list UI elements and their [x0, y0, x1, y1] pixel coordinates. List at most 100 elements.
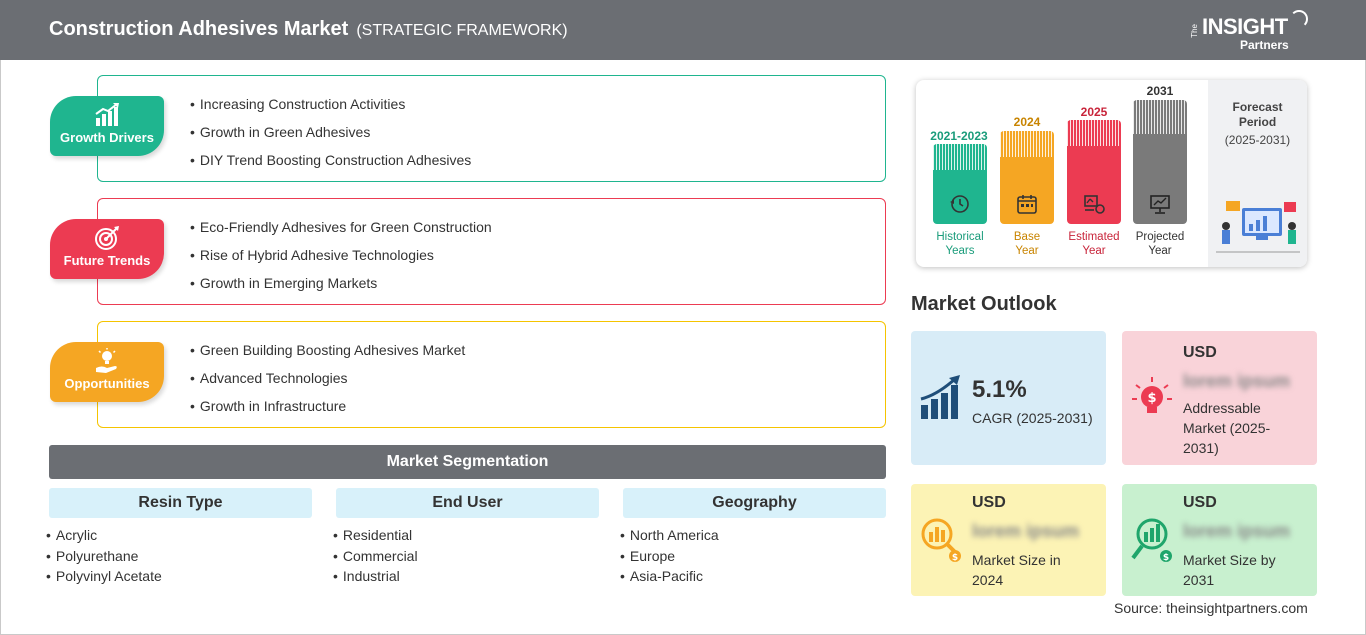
size-2024-currency: USD — [972, 494, 1006, 511]
segment-list-resin-type: Acrylic Polyurethane Polyvinyl Acetate — [46, 526, 162, 588]
badge-label: Opportunities — [64, 376, 150, 391]
logo-arc-icon — [1290, 10, 1308, 28]
title-text: Construction Adhesives Market — [49, 18, 349, 40]
list-item: Commercial — [333, 547, 418, 568]
addressable-label-line-3: 2031) — [1183, 440, 1219, 456]
magnifier-growth-icon: $ — [1131, 518, 1172, 563]
year-label-base: 2024 — [1013, 115, 1041, 129]
size-2031-label: Market Size by 2031 — [1183, 550, 1276, 590]
cagr-label: CAGR (2025-2031) — [972, 410, 1093, 426]
caption-historical-line-2: Years — [945, 245, 975, 257]
opportunities-list: Green Building Boosting Adhesives Market… — [190, 340, 465, 424]
segment-list-end-user: Residential Commercial Industrial — [333, 526, 418, 588]
size-2031-currency: USD — [1183, 494, 1217, 511]
estimate-icon — [1084, 195, 1105, 214]
list-item: Advanced Technologies — [190, 368, 465, 396]
logo-the: The — [1190, 24, 1199, 38]
growth-drivers-badge: Growth Drivers — [50, 96, 164, 156]
list-item: Residential — [333, 526, 418, 547]
calendar-icon — [1017, 195, 1037, 214]
size-2031-label-line-2: 2031 — [1183, 572, 1215, 588]
segmentation-title: Market Segmentation — [49, 445, 886, 479]
forecast-range: (2025-2031) — [1224, 133, 1291, 147]
bar-estimated — [1067, 120, 1121, 224]
bar-stripes — [933, 144, 987, 170]
list-item: Eco-Friendly Adhesives for Green Constru… — [190, 217, 492, 245]
caption-projected-line-1: Projected — [1135, 231, 1185, 243]
market-size-2031-card: $ USD lorem ipsum Market Size by 2031 — [1122, 484, 1317, 596]
forecast-label-line-1: Forecast — [1232, 100, 1283, 114]
source-link[interactable]: Source: theinsightpartners.com — [1114, 600, 1308, 616]
list-item: North America — [620, 526, 719, 547]
list-item: Growth in Green Adhesives — [190, 122, 471, 150]
list-item: Europe — [620, 547, 719, 568]
svg-text:$: $ — [1147, 391, 1156, 406]
magnifier-chart-icon: $ — [921, 518, 961, 563]
history-icon — [950, 195, 969, 213]
target-icon — [95, 226, 119, 250]
bar-stripes — [1000, 131, 1054, 157]
cagr-value: 5.1% — [972, 376, 1027, 403]
caption-base-line-2: Year — [1015, 245, 1039, 257]
list-item: Increasing Construction Activities — [190, 94, 471, 122]
idea-hand-icon — [96, 348, 117, 373]
page-title: Construction Adhesives Market (STRATEGIC … — [49, 18, 568, 41]
size-2031-label-line-1: Market Size by — [1183, 552, 1276, 568]
future-trends-badge: Future Trends — [50, 219, 164, 279]
list-item: Green Building Boosting Adhesives Market — [190, 340, 465, 368]
list-item: Rise of Hybrid Adhesive Technologies — [190, 245, 492, 273]
addressable-value: lorem ipsum — [1183, 371, 1291, 391]
page-subtitle: (STRATEGIC FRAMEWORK) — [356, 22, 568, 39]
market-outlook-title: Market Outlook — [911, 293, 1057, 315]
bar-historical — [933, 144, 987, 224]
bar-projected — [1133, 100, 1187, 224]
analyst-illustration-icon — [1216, 201, 1300, 253]
bar-stripes — [1067, 120, 1121, 146]
page-header: Construction Adhesives Market (STRATEGIC … — [0, 0, 1366, 60]
growth-chart-icon — [95, 103, 119, 126]
caption-base-line-1: Base — [1013, 231, 1041, 243]
growth-drivers-box: Increasing Construction Activities Growt… — [97, 75, 886, 182]
caption-historical-line-1: Historical — [936, 231, 984, 243]
forecast-label-line-2: Period — [1238, 115, 1277, 129]
segment-header-geography: Geography — [623, 488, 886, 518]
insight-partners-logo[interactable]: The INSIGHT Partners — [1190, 10, 1320, 54]
caption-estimated-line-2: Year — [1082, 245, 1106, 257]
svg-text:$: $ — [952, 553, 958, 563]
segment-list-geography: North America Europe Asia-Pacific — [620, 526, 719, 588]
logo-insight: INSIGHT — [1202, 14, 1288, 39]
projection-icon — [1150, 195, 1170, 214]
opportunities-badge: Opportunities — [50, 342, 164, 402]
year-label-projected: 2031 — [1146, 84, 1174, 98]
list-item: Growth in Infrastructure — [190, 396, 465, 424]
list-item: Asia-Pacific — [620, 567, 719, 588]
caption-projected-line-2: Year — [1148, 245, 1172, 257]
badge-label: Future Trends — [63, 253, 151, 268]
dollar-bulb-icon: $ — [1132, 377, 1172, 413]
caption-estimated-line-1: Estimated — [1068, 231, 1120, 243]
list-item: Polyvinyl Acetate — [46, 567, 162, 588]
badge-label: Growth Drivers — [60, 130, 154, 145]
addressable-currency: USD — [1183, 344, 1217, 361]
logo-partners: Partners — [1240, 38, 1289, 52]
addressable-label-line-2: Market (2025- — [1183, 420, 1271, 436]
list-item: DIY Trend Boosting Construction Adhesive… — [190, 150, 471, 178]
list-item: Industrial — [333, 567, 418, 588]
bar-stripes — [1133, 100, 1187, 134]
size-2031-value: lorem ipsum — [1183, 521, 1291, 541]
bar-base — [1000, 131, 1054, 224]
growth-bars-icon — [920, 375, 960, 419]
segment-header-resin-type: Resin Type — [49, 488, 312, 518]
size-2024-label-line-2: 2024 — [972, 572, 1004, 588]
